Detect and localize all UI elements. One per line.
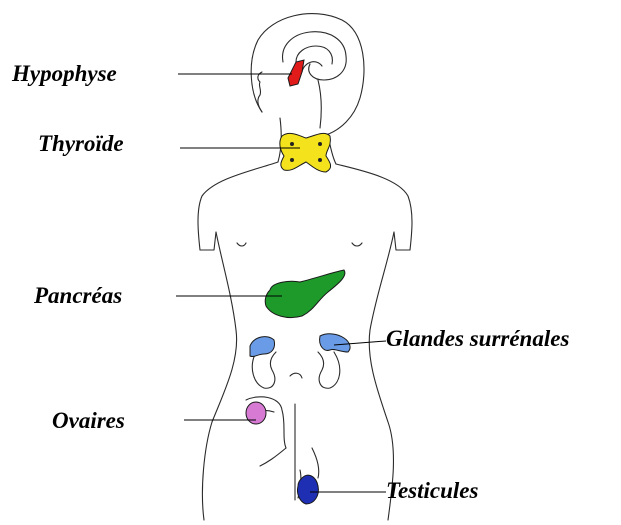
testis-organ (297, 475, 318, 504)
ovary-organ (246, 402, 266, 424)
label-glandes-surrenales: Glandes surrénales (386, 326, 569, 351)
thyroid-organ (280, 133, 331, 172)
pancreas-organ (265, 270, 345, 318)
label-ovaires: Ovaires (52, 408, 125, 433)
label-thyroide: Thyroïde (38, 131, 124, 156)
body-outline (198, 14, 412, 520)
hypophysis-organ (288, 60, 304, 86)
label-testicules: Testicules (386, 478, 478, 503)
adrenal-gland-left (250, 337, 275, 357)
label-pancreas: Pancréas (33, 283, 122, 308)
adrenal-gland-right (320, 334, 350, 352)
label-hypophyse: Hypophyse (11, 61, 117, 86)
